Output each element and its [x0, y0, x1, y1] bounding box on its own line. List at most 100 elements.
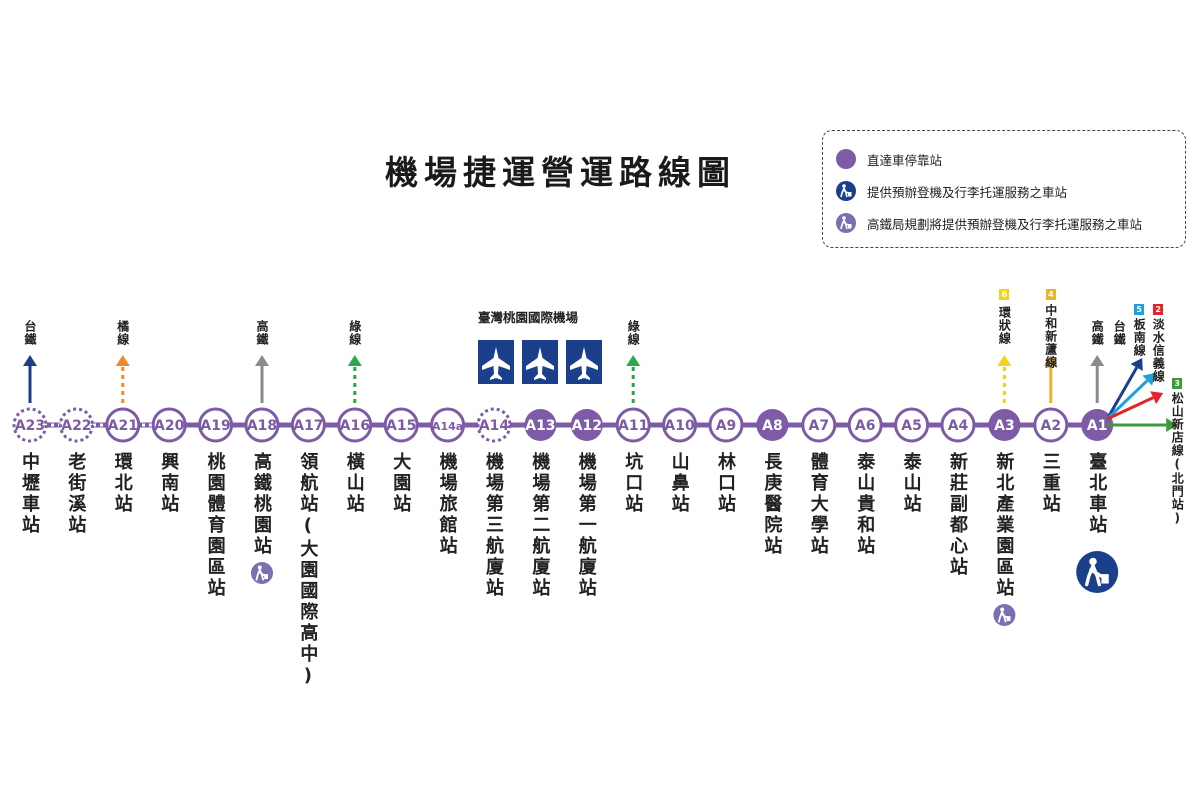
- a1-transfer-arrow-2: [1106, 373, 1156, 421]
- check-in-luggage-icon: [836, 181, 856, 201]
- station-a3[interactable]: A3: [988, 409, 1021, 441]
- line-number-badge: 5: [1134, 304, 1145, 315]
- airport-plane-icon: [478, 340, 514, 384]
- airport-plane-icon: [566, 340, 602, 384]
- station-name-a21: 環北站: [111, 452, 133, 515]
- transfer-label-a21: 橘線: [115, 320, 130, 346]
- transfer-label-a23: 台鐵: [23, 320, 37, 346]
- station-name-a11: 坑口站: [622, 452, 644, 515]
- station-code: A5: [901, 418, 922, 434]
- airport-label: 臺灣桃園國際機場: [478, 310, 579, 325]
- transfer-arrow-a2: [1043, 355, 1058, 403]
- station-code: A19: [200, 418, 230, 434]
- station-a22[interactable]: A22: [58, 407, 94, 443]
- station-name-a15: 大園站: [390, 452, 412, 515]
- station-name-a19: 桃園體育園區站: [204, 452, 226, 599]
- a1-transfer-arrow-0: [1090, 355, 1105, 403]
- station-a9[interactable]: A9: [708, 407, 744, 443]
- station-a5[interactable]: A5: [894, 407, 930, 443]
- station-a18[interactable]: A18: [244, 407, 280, 443]
- station-code: A16: [340, 418, 370, 434]
- station-code: A8: [762, 418, 783, 434]
- station-name-a12: 機場第一航廈站: [575, 452, 597, 599]
- transfer-label-a16: 綠線: [347, 320, 362, 346]
- station-code: A9: [716, 418, 737, 434]
- planned-check-in-icon: [251, 562, 273, 584]
- a1-transfer-label-3: 淡水信義線: [1151, 318, 1166, 383]
- station-a20[interactable]: A20: [151, 407, 187, 443]
- station-code: A22: [61, 418, 91, 434]
- transfer-label-a2: 中和新蘆線: [1043, 304, 1058, 369]
- station-a17[interactable]: A17: [290, 407, 326, 443]
- station-a13[interactable]: A13: [524, 409, 557, 441]
- transfer-arrow-a18: [255, 355, 269, 403]
- station-name-a22: 老街溪站: [65, 452, 87, 536]
- legend-box: 直達車停靠站 提供預辦登機及行李托運服務之車站 高鐵局規劃將提供預辦登機及行李托…: [822, 130, 1186, 248]
- a1-transfer-arrow-4: [1107, 418, 1178, 432]
- station-name-a2: 三重站: [1039, 452, 1061, 515]
- station-code: A6: [855, 418, 876, 434]
- station-name-a17: 領航站(大園國際高中): [297, 452, 319, 689]
- check-in-luggage-icon: [1076, 551, 1119, 593]
- station-name-a14a: 機場旅館站: [436, 452, 458, 557]
- station-a1[interactable]: A1: [1081, 409, 1114, 441]
- station-name-a14: 機場第三航廈站: [483, 452, 504, 599]
- legend-item-planned: 高鐵局規劃將提供預辦登機及行李托運服務之車站: [835, 211, 1142, 235]
- station-code: A1: [1087, 418, 1108, 434]
- a1-transfer-label-2: 板南線: [1132, 318, 1147, 357]
- station-code: A12: [572, 418, 602, 434]
- station-a7[interactable]: A7: [801, 407, 837, 443]
- station-name-a8: 長庚醫院站: [761, 452, 783, 557]
- station-code: A15: [386, 418, 416, 434]
- station-name-a3: 新北產業園區站: [993, 452, 1015, 599]
- planned-check-in-icon: [993, 604, 1016, 626]
- station-code: A4: [948, 418, 969, 434]
- station-name-a6: 泰山貴和站: [854, 452, 876, 557]
- station-code: A18: [247, 418, 277, 434]
- a1-transfer-arrow-1: [1105, 358, 1143, 420]
- a1-transfer-label-0: 高鐵: [1090, 320, 1105, 346]
- airport-plane-icon: [522, 340, 558, 384]
- station-a12[interactable]: A12: [570, 409, 603, 441]
- transfer-arrow-a11: [626, 355, 641, 403]
- station-code: A20: [154, 418, 185, 434]
- station-a21[interactable]: A21: [105, 407, 141, 443]
- station-code: A23: [15, 418, 45, 434]
- station-name-a5: 泰山站: [900, 452, 922, 515]
- station-a19[interactable]: A19: [198, 407, 234, 443]
- station-a16[interactable]: A16: [337, 407, 373, 443]
- station-code: A10: [664, 418, 695, 434]
- transfer-arrow-a21: [115, 355, 130, 403]
- station-name-a9: 林口站: [715, 452, 736, 515]
- transfer-arrow-a23: [23, 355, 37, 403]
- station-a8[interactable]: A8: [756, 409, 789, 441]
- transfer-label-a11: 綠線: [626, 320, 641, 346]
- transfer-label-a3: 環狀線: [997, 306, 1012, 345]
- station-a11[interactable]: A11: [615, 407, 651, 443]
- station-a15[interactable]: A15: [383, 407, 419, 443]
- legend-item-direct: 直達車停靠站: [835, 147, 942, 171]
- station-a14a[interactable]: A14a: [430, 407, 466, 443]
- station-a6[interactable]: A6: [847, 407, 883, 443]
- station-code: A3: [994, 418, 1015, 434]
- station-code: A14: [479, 418, 510, 434]
- station-name-a7: 體育大學站: [807, 452, 829, 557]
- station-a2[interactable]: A2: [1033, 407, 1069, 443]
- transfer-label-a18: 高鐵: [255, 320, 269, 346]
- station-a14[interactable]: A14: [476, 407, 512, 443]
- station-name-a1: 臺北車站: [1086, 452, 1108, 536]
- a1-transfer-arrow-3: [1106, 391, 1164, 421]
- station-code: A11: [618, 418, 648, 434]
- station-name-a20: 興南站: [158, 452, 180, 515]
- station-a10[interactable]: A10: [662, 407, 698, 443]
- station-name-a4: 新莊副都心站: [947, 452, 968, 578]
- planned-check-in-icon: [836, 213, 856, 233]
- station-a23[interactable]: A23: [12, 407, 48, 443]
- legend-text-checkin: 提供預辦登機及行李托運服務之車站: [867, 184, 1068, 200]
- line-number-badge: 3: [1172, 378, 1183, 389]
- station-a4[interactable]: A4: [940, 407, 976, 443]
- station-name-a16: 橫山站: [343, 452, 365, 515]
- station-code: A2: [1041, 418, 1062, 434]
- station-name-a10: 山鼻站: [668, 452, 690, 515]
